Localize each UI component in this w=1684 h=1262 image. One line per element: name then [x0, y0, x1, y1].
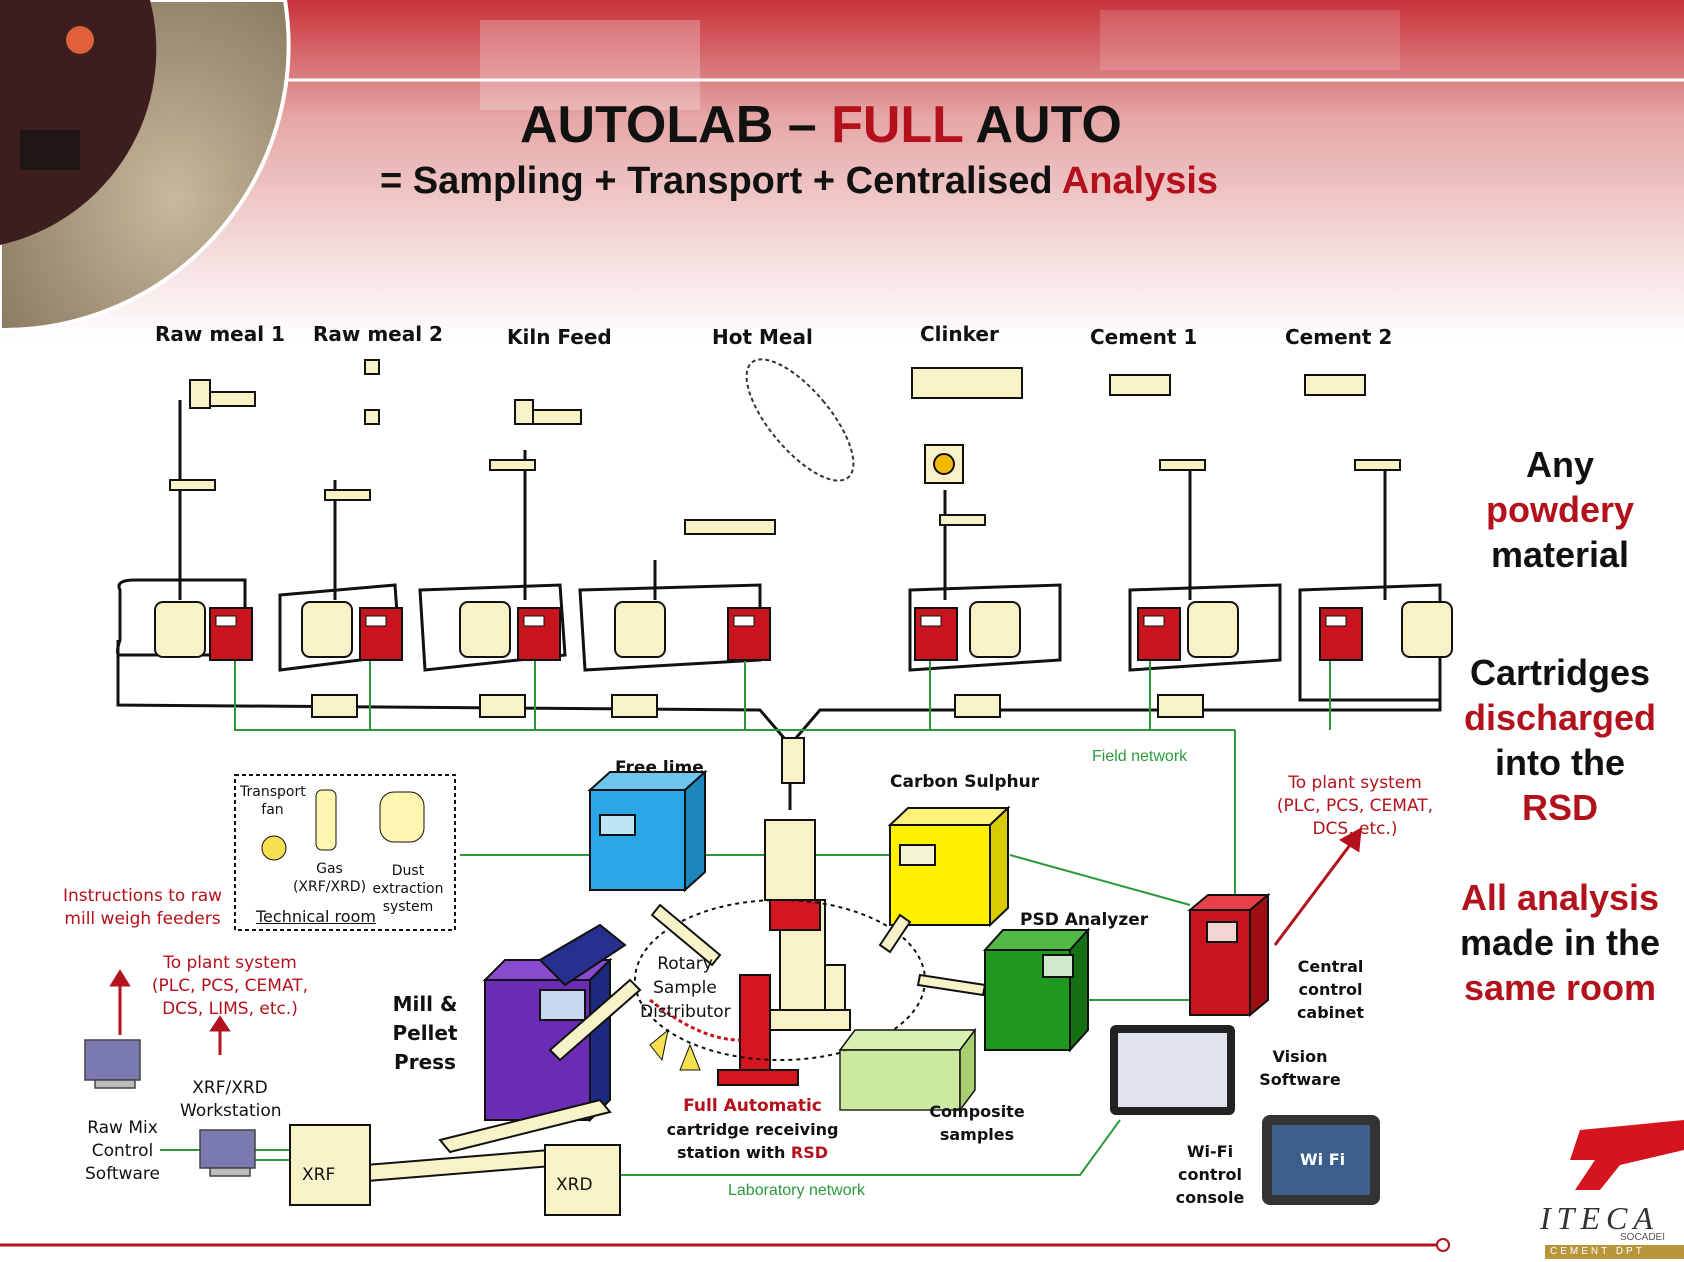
plant-system-right-label: To plant system (PLC, PCS, CEMAT, DCS, e… — [1276, 773, 1434, 839]
mill-pellet-press-label: Mill & Pellet Press — [392, 992, 458, 1074]
workstation-label: XRF/XRD Workstation — [180, 1078, 282, 1121]
technical-room-title: Technical room — [256, 907, 376, 926]
wifi-console-label: Wi-Fi control console — [1175, 1142, 1245, 1207]
psd-analyzer-label: PSD Analyzer — [1020, 910, 1149, 930]
laboratory-network-label: Laboratory network — [728, 1182, 865, 1199]
iteca-logo-mark — [1570, 1120, 1684, 1190]
page-subtitle: = Sampling + Transport + Centralised Ana… — [380, 160, 1219, 202]
sampling-point-label: Cement 1 — [1090, 325, 1198, 349]
side-note-cartridges: Cartridges discharged into the RSD — [1463, 652, 1657, 828]
gas-label: Gas (XRF/XRD) — [292, 861, 367, 895]
logo-name: ITECA — [1540, 1200, 1659, 1236]
sampling-point-label: Kiln Feed — [507, 325, 612, 349]
xrd-label: XRD — [556, 1175, 593, 1195]
sampling-point-label: Raw meal 2 — [313, 322, 443, 346]
carbon-sulphur-label: Carbon Sulphur — [890, 772, 1040, 792]
sampling-point-label: Hot Meal — [712, 325, 813, 349]
central-cabinet-label: Central control cabinet — [1296, 957, 1365, 1022]
transport-fan-label: Transport fan — [240, 784, 306, 818]
sampling-point-label: Raw meal 1 — [155, 322, 285, 346]
logo-sub1: SOCADEI — [1620, 1232, 1666, 1243]
composite-samples-label: Composite samples — [929, 1102, 1025, 1144]
corner-photo — [0, 0, 291, 333]
sampling-point-label: Cement 2 — [1285, 325, 1393, 349]
field-network-label: Field network — [1092, 748, 1188, 765]
free-lime-label: Free lime — [615, 758, 704, 778]
rsd-label: Rotary Sample Distributor — [640, 954, 731, 1022]
footer-dot — [1436, 1238, 1450, 1252]
dust-label: Dust extraction system — [372, 863, 444, 915]
wifi-screen-text: Wi Fi — [1300, 1150, 1346, 1169]
page-title: AUTOLAB – FULL AUTO — [520, 96, 1122, 154]
vision-software-label: Vision Software — [1259, 1047, 1341, 1089]
logo-sub2: CEMENT DPT — [1550, 1246, 1645, 1257]
xrf-label: XRF — [302, 1165, 336, 1185]
receiving-station-label: Full Automatic cartridge receiving stati… — [666, 1096, 839, 1162]
sampling-point-label: Clinker — [920, 322, 999, 346]
instructions-label: Instructions to raw mill weigh feeders — [62, 886, 223, 929]
side-note-all-analysis: All analysis made in the same room — [1459, 877, 1661, 1008]
plant-system-left-label: To plant system (PLC, PCS, CEMAT, DCS, L… — [151, 953, 309, 1019]
side-note-any-powdery: Any powdery material — [1485, 444, 1635, 575]
raw-mix-label: Raw Mix Control Software — [85, 1118, 160, 1184]
